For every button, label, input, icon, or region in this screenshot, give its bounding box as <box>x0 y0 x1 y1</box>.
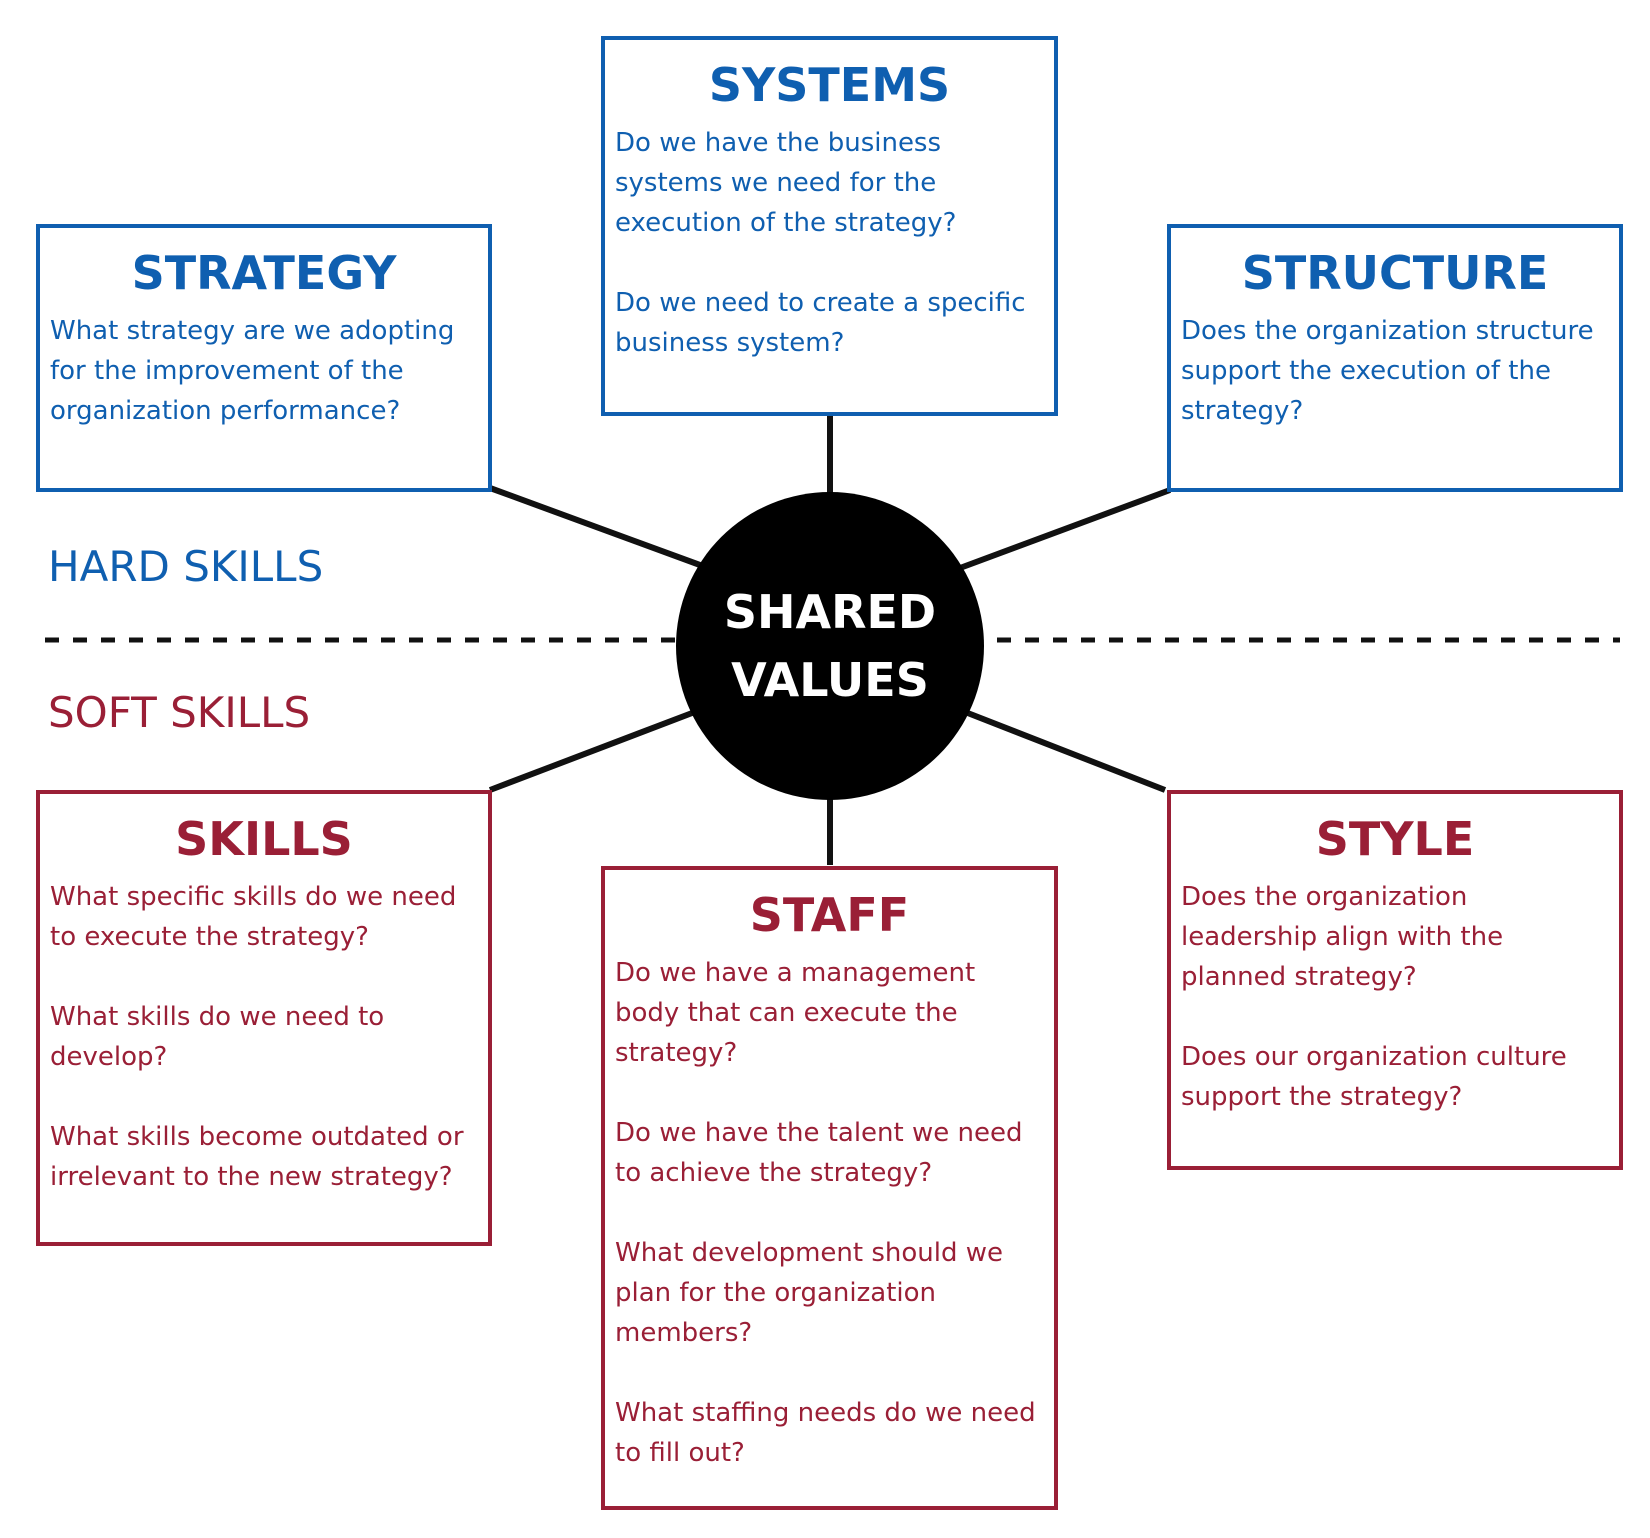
connector-skills <box>488 707 702 793</box>
connector-strategy <box>488 485 702 568</box>
skills-box: SKILLS What specific skills do we need t… <box>36 790 492 1246</box>
style-title: STYLE <box>1315 812 1475 866</box>
staff-title: STAFF <box>749 888 910 942</box>
connector-structure <box>958 487 1172 571</box>
systems-box: SYSTEMS Do we have the business systems … <box>601 36 1058 416</box>
staff-question: Do we have the talent we need to achieve… <box>615 1118 1023 1189</box>
strategy-question: What strategy are we adopting for the im… <box>50 316 455 427</box>
staff-question: What staffing needs do we need to fill o… <box>615 1398 1036 1469</box>
strategy-box: STRATEGY What strategy are we adopting f… <box>36 224 492 492</box>
systems-question: Do we have the business systems we need … <box>615 128 957 239</box>
structure-question: Does the organization structure support … <box>1181 316 1594 427</box>
shared-values-hub: SHARED VALUES <box>676 492 984 800</box>
skills-question: What skills do we need to develop? <box>50 1002 385 1073</box>
strategy-title: STRATEGY <box>131 246 397 300</box>
style-question: Does our organization culture support th… <box>1181 1042 1567 1113</box>
staff-box: STAFF Do we have a management body that … <box>601 866 1058 1510</box>
skills-question: What specific skills do we need to execu… <box>50 882 457 953</box>
structure-box: STRUCTURE Does the organization structur… <box>1167 224 1623 492</box>
skills-title: SKILLS <box>175 812 353 866</box>
staff-question: What development should we plan for the … <box>615 1238 1004 1349</box>
style-question: Does the organization leadership align w… <box>1181 882 1504 993</box>
hub-line-1: SHARED <box>723 585 937 639</box>
skills-question: What skills become outdated or irrelevan… <box>50 1122 464 1193</box>
style-box: STYLE Does the organization leadership a… <box>1167 790 1623 1170</box>
hub-line-2: VALUES <box>731 653 929 707</box>
hard-skills-label: HARD SKILLS <box>48 542 324 591</box>
staff-question: Do we have a management body that can ex… <box>615 958 976 1069</box>
structure-title: STRUCTURE <box>1241 246 1549 300</box>
systems-question: Do we need to create a specific business… <box>615 288 1026 359</box>
systems-title: SYSTEMS <box>708 58 951 112</box>
soft-skills-label: SOFT SKILLS <box>48 688 311 737</box>
connector-style <box>958 707 1167 793</box>
